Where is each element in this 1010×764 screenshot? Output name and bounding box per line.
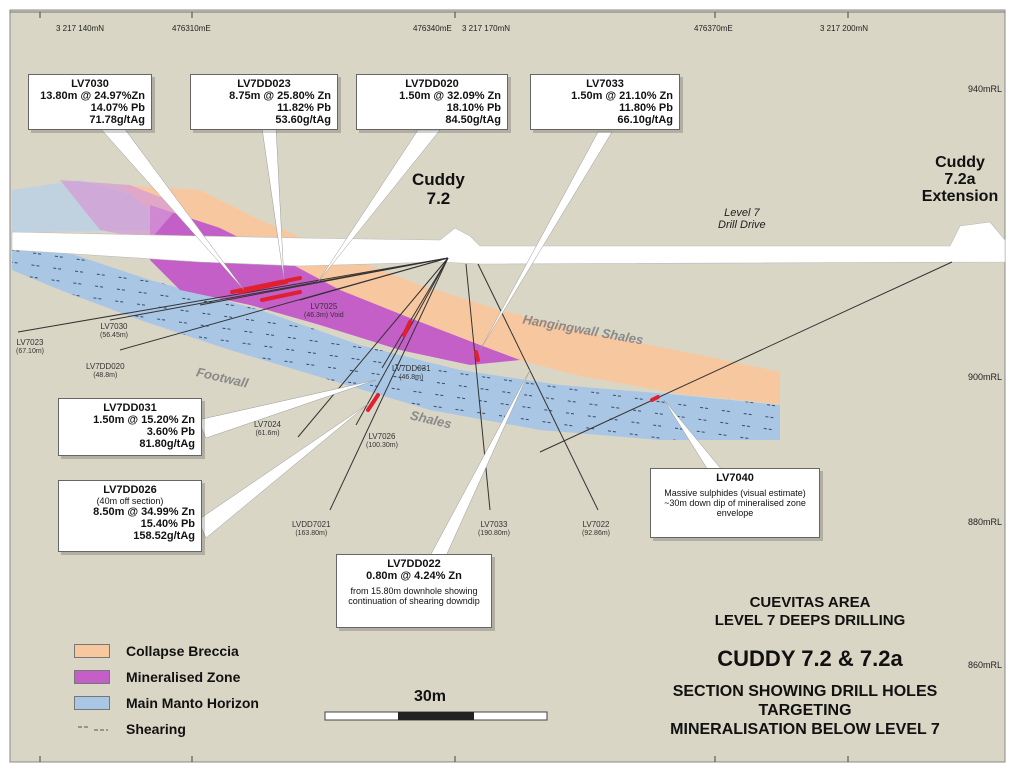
hole-label: LV7DD020(48.8m): [86, 362, 125, 379]
title-description: SECTION SHOWING DRILL HOLES TARGETING MI…: [670, 683, 940, 738]
scale-bar: [324, 711, 548, 721]
coord-label: 476310mE: [172, 24, 211, 33]
legend-swatch: [74, 644, 110, 658]
coord-label: 476370mE: [694, 24, 733, 33]
callout-leaders: [99, 127, 723, 557]
callout-lv7dd026: LV7DD026 (40m off section) 8.50m @ 34.99…: [58, 480, 202, 552]
hole-label: LV7026(100.30m): [366, 432, 398, 449]
coord-label: 3 217 140mN: [56, 24, 105, 33]
drill-holes: [17, 257, 953, 511]
callout-lv7030: LV7030 13.80m @ 24.97%Zn 14.07% Pb 71.78…: [28, 74, 152, 130]
coord-label: 3 217 170mN: [462, 24, 511, 33]
rl-label: 880mRL: [968, 517, 1003, 527]
level7-drive: [11, 221, 1006, 267]
legend-swatch: [74, 696, 110, 710]
legend-shearing: Shearing: [74, 720, 186, 738]
hole-label: LVDD7021(163.80m): [292, 520, 331, 537]
hole-label: LV7033(190.80m): [478, 520, 510, 537]
title-area: CUEVITAS AREA LEVEL 7 DEEPS DRILLING: [714, 594, 906, 629]
coord-label: 476340mE: [413, 24, 452, 33]
hole-label: LV7024(61.6m): [254, 420, 281, 437]
hole-label: LV7022(92.86m): [582, 520, 611, 537]
legend-main-manto: Main Manto Horizon: [74, 694, 259, 712]
hole-label: LV7DD031(46.8m): [392, 364, 431, 381]
callout-lv7033: LV7033 1.50m @ 21.10% Zn 11.80% Pb 66.10…: [530, 74, 680, 130]
hole-label: LV7025(46.3m) Void: [304, 302, 344, 319]
legend-collapse-breccia: Collapse Breccia: [74, 642, 239, 660]
coord-label: 3 217 200mN: [820, 24, 869, 33]
intercepts: [230, 276, 660, 412]
hole-label: LV7030(56.45m): [100, 322, 129, 339]
callout-lv7dd031: LV7DD031 1.50m @ 15.20% Zn 3.60% Pb 81.8…: [58, 398, 202, 456]
scale-label: 30m: [414, 688, 447, 705]
legend-swatch: [74, 722, 110, 736]
callout-lv7dd022: LV7DD022 0.80m @ 4.24% Zn from 15.80m do…: [336, 554, 492, 628]
rl-label: 940mRL: [968, 84, 1003, 94]
hole-label: LV7023(67.10m): [16, 338, 45, 355]
callout-lv7040: LV7040 Massive sulphides (visual estimat…: [650, 468, 820, 538]
rl-label: 860mRL: [968, 660, 1003, 670]
title-main: CUDDY 7.2 & 7.2a: [717, 646, 903, 671]
legend-mineralised-zone: Mineralised Zone: [74, 668, 240, 686]
callout-lv7dd023: LV7DD023 8.75m @ 25.80% Zn 11.82% Pb 53.…: [190, 74, 338, 130]
callout-lv7dd020: LV7DD020 1.50m @ 32.09% Zn 18.10% Pb 84.…: [356, 74, 508, 130]
legend-swatch: [74, 670, 110, 684]
rl-label: 900mRL: [968, 372, 1003, 382]
